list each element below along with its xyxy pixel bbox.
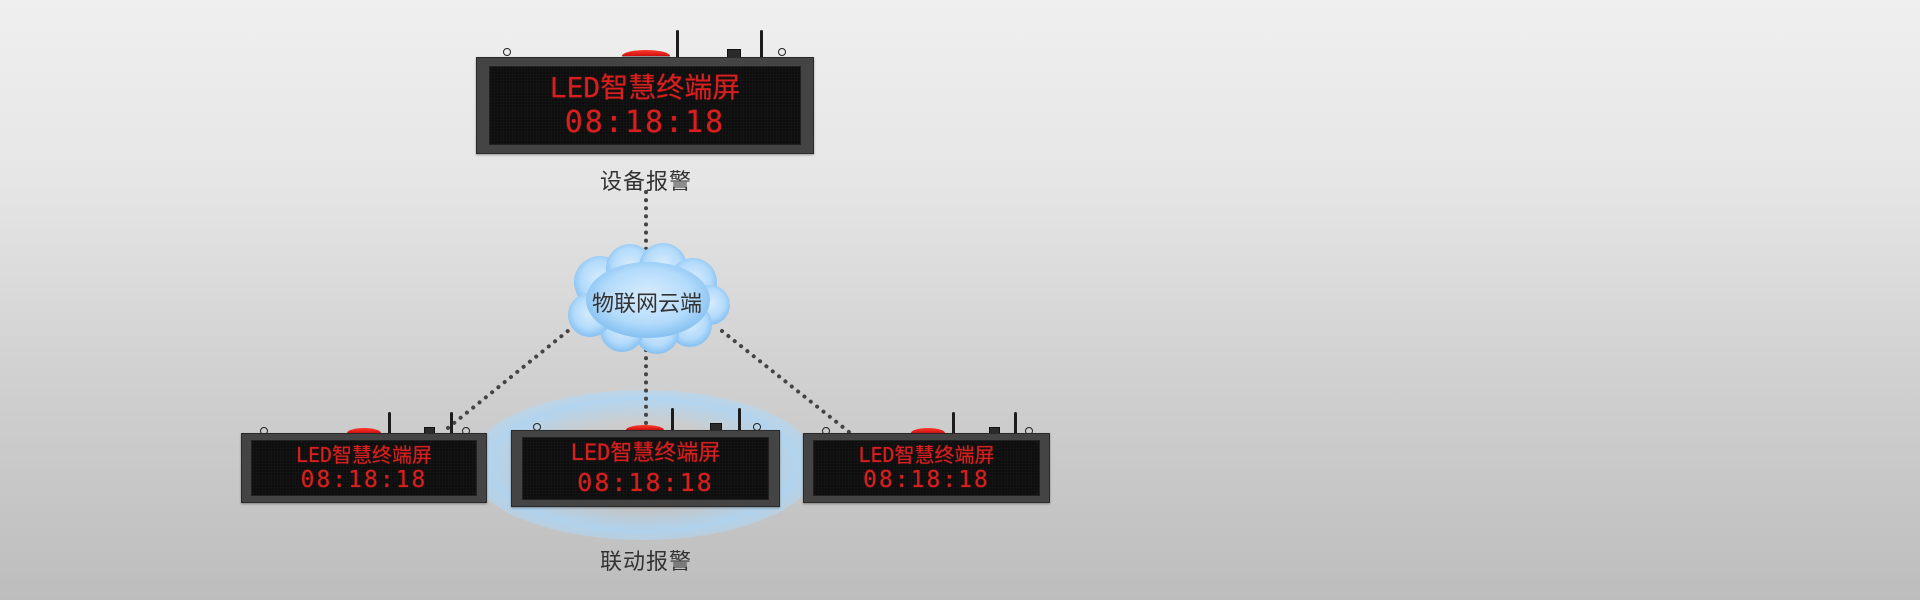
led-time-text: 08:18:18 bbox=[300, 466, 428, 493]
alarm-light-base bbox=[622, 55, 670, 58]
device-frame: LED智慧终端屏 08:18:18 bbox=[241, 433, 487, 503]
alarm-light-icon bbox=[626, 425, 664, 430]
device-frame: LED智慧终端屏 08:18:18 bbox=[511, 430, 780, 507]
device-frame: LED智慧终端屏 08:18:18 bbox=[476, 57, 814, 154]
antenna-icon bbox=[676, 30, 679, 57]
led-screen: LED智慧终端屏 08:18:18 bbox=[489, 66, 801, 145]
led-time-text: 08:18:18 bbox=[577, 467, 714, 497]
led-title-text: LED智慧终端屏 bbox=[295, 442, 433, 467]
led-terminal-bottom-center: LED智慧终端屏 08:18:18 bbox=[511, 406, 780, 507]
antenna-icon bbox=[952, 412, 955, 433]
antenna-icon bbox=[671, 408, 674, 430]
led-time-text: 08:18:18 bbox=[863, 466, 990, 493]
led-title-text: LED智慧终端屏 bbox=[570, 440, 721, 466]
hanging-hook-icon bbox=[503, 48, 511, 56]
led-screen: LED智慧终端屏 08:18:18 bbox=[813, 440, 1040, 496]
led-time-text: 08:18:18 bbox=[564, 104, 726, 140]
antenna-icon bbox=[450, 412, 453, 433]
antenna-icon bbox=[738, 408, 741, 430]
antenna-icon bbox=[1014, 412, 1017, 433]
antenna-icon bbox=[760, 30, 763, 57]
led-terminal-bottom-left: LED智慧终端屏 08:18:18 bbox=[241, 410, 487, 503]
link-cloud-to-right bbox=[720, 329, 851, 434]
alarm-light-icon bbox=[347, 428, 381, 433]
led-screen: LED智慧终端屏 08:18:18 bbox=[251, 440, 477, 496]
led-title-text: LED智慧终端屏 bbox=[858, 442, 995, 467]
led-terminal-bottom-right: LED智慧终端屏 08:18:18 bbox=[803, 410, 1050, 503]
led-title-text: LED智慧终端屏 bbox=[549, 70, 741, 104]
hanging-hook-icon bbox=[778, 48, 786, 56]
device-frame: LED智慧终端屏 08:18:18 bbox=[803, 433, 1050, 503]
cloud-label: 物联网云端 bbox=[591, 292, 702, 317]
linkage-alarm-label: 联动报警 bbox=[599, 550, 692, 575]
antenna-icon bbox=[388, 412, 391, 433]
device-alarm-label: 设备报警 bbox=[599, 170, 692, 195]
cloud-icon bbox=[568, 243, 730, 354]
led-screen: LED智慧终端屏 08:18:18 bbox=[522, 437, 769, 500]
alarm-light-icon bbox=[911, 428, 945, 433]
led-terminal-top: LED智慧终端屏 08:18:18 bbox=[476, 28, 814, 154]
alarm-light-icon bbox=[622, 50, 670, 56]
